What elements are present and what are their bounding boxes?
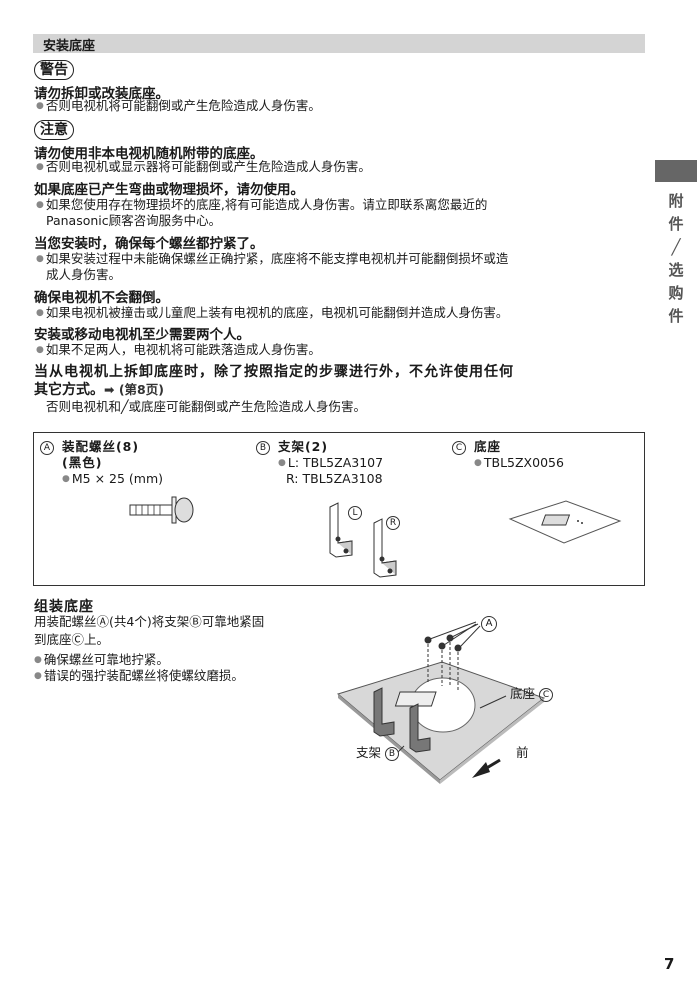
parts-box: A 装配螺丝(8) (黑色) ●M5 × 25 (mm) B 支架(2) ●L:…	[33, 432, 645, 586]
assembly-text-line1: 用装配螺丝Ⓐ(共4个)将支架Ⓑ可靠地紧固	[34, 614, 265, 629]
caution-badge: 注意	[34, 119, 74, 140]
removal-text: 否则电视机和╱或底座可能翻倒或产生危险造成人身伤害。	[46, 399, 367, 414]
bracket-r-mark: R	[386, 511, 400, 530]
screw-illustration	[129, 496, 194, 524]
assembly-label-bracket: 支架 B	[356, 745, 399, 761]
assembly-label-screw: A	[481, 612, 497, 632]
removal-heading-line2: 其它方式。➡ (第8页)	[34, 382, 164, 398]
assembly-label-front: 前	[516, 745, 529, 760]
assembly-text-line2: 到底座Ⓒ上。	[34, 632, 110, 647]
assembly-label-base: 底座 C	[510, 686, 553, 702]
part-a: A 装配螺丝(8) (黑色) ●M5 × 25 (mm)	[40, 439, 163, 487]
page-number: 7	[664, 955, 675, 973]
side-tab-marker	[655, 160, 697, 182]
page-reference-link[interactable]: ➡ (第8页)	[104, 382, 164, 397]
caution-heading-3: 当您安装时，确保每个螺丝都拧紧了。	[34, 236, 264, 252]
part-b: B 支架(2) ●L: TBL5ZA3107 R: TBL5ZA3108	[256, 439, 383, 487]
caution-heading-4: 确保电视机不会翻倒。	[34, 290, 169, 306]
assembly-bullet-2: ●错误的强拧装配螺丝将使螺纹磨损。	[34, 668, 244, 683]
bracket-illustration	[329, 502, 397, 578]
assembly-title: 组装底座	[34, 599, 94, 615]
caution-text-1: ●否则电视机或显示器将可能翻倒或产生危险造成人身伤害。	[36, 159, 371, 174]
part-c: C 底座 ●TBL5ZX0056	[452, 439, 564, 471]
caution-text-4: ●如果电视机被撞击或儿童爬上装有电视机的底座，电视机可能翻倒并造成人身伤害。	[36, 305, 509, 320]
assembly-illustration	[336, 621, 546, 784]
caution-heading-5: 安装或移动电视机至少需要两个人。	[34, 327, 250, 343]
caution-heading-1: 请勿使用非本电视机随机附带的底座。	[34, 146, 264, 162]
warning-badge: 警告	[34, 59, 74, 80]
caution-text-5: ●如果不足两人，电视机将可能跌落造成人身伤害。	[36, 342, 321, 357]
caution-text-2b: Panasonic顾客咨询服务中心。	[46, 213, 222, 228]
warning-text: ●否则电视机将可能翻倒或产生危险造成人身伤害。	[36, 98, 321, 113]
side-tab-label: 附件╱ 选购件	[668, 192, 684, 325]
removal-heading-line1: 当从电视机上拆卸底座时，除了按照指定的步骤进行外，不允许使用任何	[34, 364, 514, 380]
section-title: 安装底座	[43, 39, 96, 54]
assembly-bullet-1: ●确保螺丝可靠地拧紧。	[34, 652, 169, 667]
warning-heading: 请勿拆卸或改装底座。	[34, 86, 169, 102]
caution-text-3b: 成人身伤害。	[46, 267, 122, 282]
bracket-l-mark: L	[348, 501, 362, 520]
base-illustration	[508, 500, 622, 544]
caution-heading-2: 如果底座已产生弯曲或物理损坏，请勿使用。	[34, 182, 304, 198]
caution-text-2: ●如果您使用存在物理损坏的底座,将有可能造成人身伤害。请立即联系离您最近的	[36, 197, 488, 212]
section-title-bar: 安装底座	[33, 34, 645, 54]
caution-text-3: ●如果安装过程中未能确保螺丝正确拧紧，底座将不能支撑电视机并可能翻倒损坏或造	[36, 251, 509, 266]
